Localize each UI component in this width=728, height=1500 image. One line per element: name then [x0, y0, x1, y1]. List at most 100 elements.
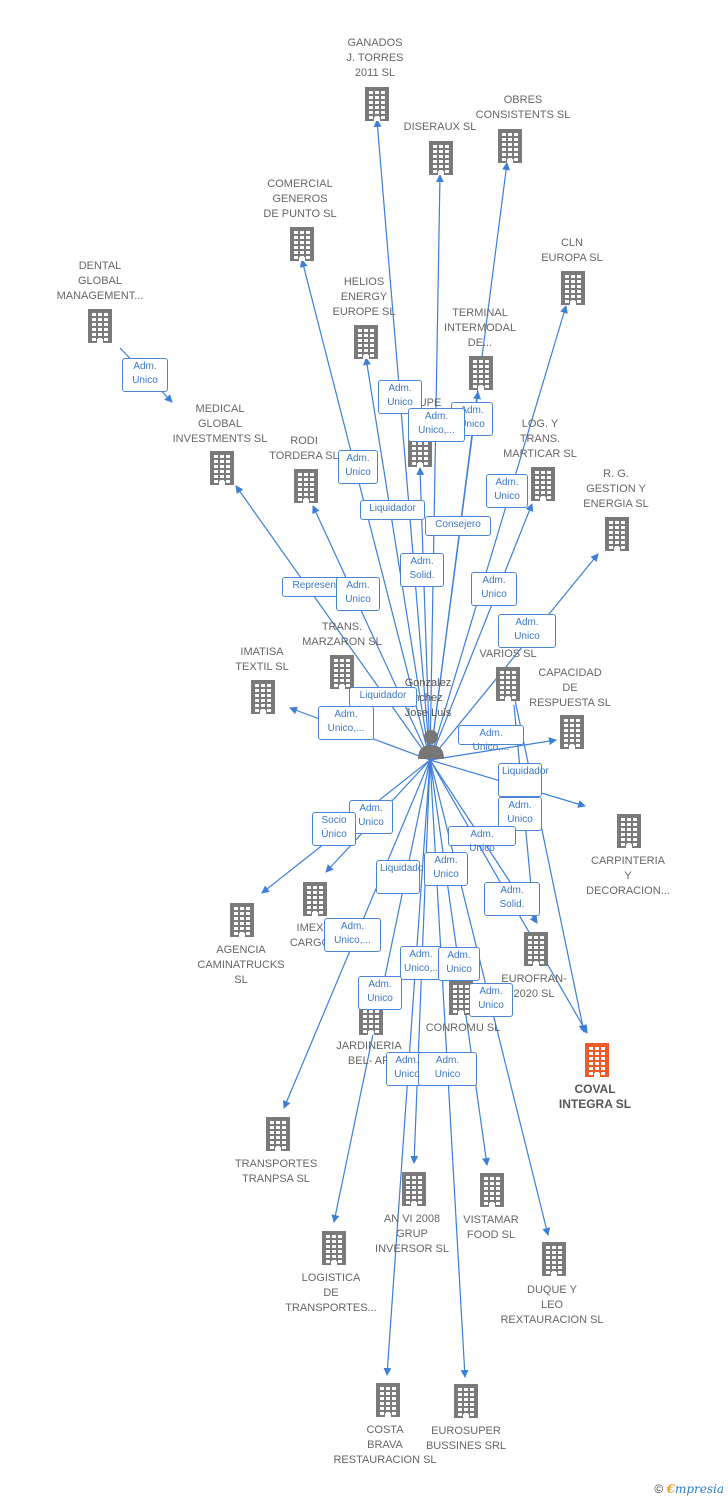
- building-icon[interactable]: [313, 1382, 463, 1423]
- company-terminal-icon[interactable]: [406, 355, 556, 396]
- company-label[interactable]: COMERCIAL GENEROS DE PUNTO SL: [263, 178, 337, 220]
- company-logistica[interactable]: LOGISTICA DE TRANSPORTES...: [256, 1271, 406, 1316]
- relation-label[interactable]: Adm. Solid.: [400, 553, 444, 587]
- building-icon[interactable]: [147, 450, 297, 491]
- building-icon[interactable]: [240, 881, 390, 922]
- company-obres[interactable]: OBRES CONSISTENTS SL: [448, 93, 598, 123]
- company-label[interactable]: CLN EUROPA SL: [541, 237, 603, 264]
- relation-label[interactable]: Adm. Unico: [498, 614, 556, 648]
- relation-label[interactable]: Consejero: [425, 516, 491, 536]
- relation-label[interactable]: Adm. Solid.: [484, 882, 540, 916]
- company-terminal[interactable]: TERMINAL INTERMODAL DE...: [405, 306, 555, 351]
- company-conromu[interactable]: CONROMU SL: [388, 1021, 538, 1036]
- company-vistamar[interactable]: VISTAMAR FOOD SL: [416, 1213, 566, 1243]
- company-label[interactable]: EUROFRAN- 2020 SL: [501, 973, 567, 1000]
- building-icon[interactable]: [406, 355, 556, 396]
- company-label[interactable]: EUROSUPER BUSSINES SRL: [425, 1425, 507, 1452]
- company-eurofran[interactable]: EUROFRAN- 2020 SL: [459, 972, 609, 1002]
- company-imex[interactable]: IMEX CARGO: [235, 921, 385, 951]
- company-label[interactable]: COSTA BRAVA RESTAURACION SL: [333, 1424, 437, 1466]
- company-trans-icon[interactable]: [267, 654, 417, 695]
- building-icon[interactable]: [366, 140, 516, 181]
- relation-label[interactable]: Liquidador: [360, 500, 425, 520]
- company-comercial-icon[interactable]: [227, 226, 377, 267]
- company-label[interactable]: DENTAL GLOBAL MANAGEMENT...: [56, 260, 144, 302]
- relation-label[interactable]: Adm. Unico: [486, 474, 528, 508]
- company-costa[interactable]: COSTA BRAVA RESTAURACION SL: [310, 1423, 460, 1468]
- company-label[interactable]: AGENCIA CAMINATRUCKS SL: [197, 944, 285, 986]
- building-icon[interactable]: [302, 86, 452, 127]
- company-agencia-icon[interactable]: [167, 902, 317, 943]
- company-label[interactable]: DISERAUX SL: [403, 121, 477, 133]
- company-label[interactable]: TRANSPORTES TRANPSA SL: [234, 1158, 318, 1185]
- company-agencia[interactable]: AGENCIA CAMINATRUCKS SL: [166, 943, 316, 988]
- company-label[interactable]: LOGISTICA DE TRANSPORTES...: [285, 1272, 377, 1314]
- building-icon[interactable]: [468, 466, 618, 507]
- company-capacidad[interactable]: CAPACIDAD DE RESPUESTA SL: [495, 666, 645, 711]
- company-logistica-icon[interactable]: [259, 1230, 409, 1271]
- company-trans[interactable]: TRANS. MARZARON SL: [267, 620, 417, 650]
- building-icon[interactable]: [542, 516, 692, 557]
- company-label[interactable]: IMATISA TEXTIL SL: [235, 646, 289, 673]
- company-coval-icon[interactable]: [522, 1042, 672, 1083]
- company-costa-icon[interactable]: [313, 1382, 463, 1423]
- company-cln[interactable]: CLN EUROPA SL: [497, 236, 647, 266]
- building-icon[interactable]: [522, 1042, 672, 1083]
- building-icon[interactable]: [267, 654, 417, 695]
- company-dental-icon[interactable]: [25, 308, 175, 349]
- company-coval[interactable]: COVAL INTEGRA SL: [520, 1082, 670, 1112]
- company-obres-icon[interactable]: [435, 128, 585, 169]
- company-log-icon[interactable]: [468, 466, 618, 507]
- building-icon[interactable]: [203, 1116, 353, 1157]
- company-comercial[interactable]: COMERCIAL GENEROS DE PUNTO SL: [225, 177, 375, 222]
- relation-label[interactable]: Adm. Unico,...: [458, 725, 524, 753]
- company-label[interactable]: MEDICAL GLOBAL INVESTMENTS SL: [172, 403, 268, 445]
- empresia-logo[interactable]: €mpresia: [666, 1482, 724, 1496]
- building-icon[interactable]: [188, 679, 338, 720]
- company-ganados[interactable]: GANADOS J. TORRES 2011 SL: [300, 36, 450, 81]
- building-icon[interactable]: [231, 468, 381, 509]
- company-rg-icon[interactable]: [542, 516, 692, 557]
- relation-label[interactable]: Adm. Unico: [424, 852, 468, 886]
- relation-label[interactable]: Adm. Unico: [469, 983, 513, 1017]
- company-label[interactable]: CAPACIDAD DE RESPUESTA SL: [529, 667, 611, 709]
- company-eurofran-icon[interactable]: [461, 931, 611, 972]
- relation-label[interactable]: Adm. Unico: [498, 797, 542, 831]
- relation-label[interactable]: Liquidador: [349, 687, 417, 707]
- relation-label[interactable]: Adm. Unico,...: [408, 408, 465, 442]
- company-helios[interactable]: HELIOS ENERGY EUROPE SL: [289, 275, 439, 320]
- company-rodi-icon[interactable]: [231, 468, 381, 509]
- relation-label[interactable]: Adm. Unico: [349, 800, 393, 834]
- relation-label[interactable]: Adm. Unico: [418, 1052, 477, 1086]
- company-label[interactable]: LOG. Y TRANS. MARTICAR SL: [503, 418, 577, 460]
- company-carpinteria[interactable]: CARPINTERIA Y DECORACION...: [553, 854, 703, 899]
- company-medical-icon[interactable]: [147, 450, 297, 491]
- building-icon[interactable]: [167, 902, 317, 943]
- person-icon[interactable]: [416, 728, 446, 765]
- company-cln-icon[interactable]: [498, 270, 648, 311]
- person-name[interactable]: Gonzalez nchez Jose Luis: [404, 677, 452, 719]
- company-label[interactable]: COVAL INTEGRA SL: [558, 1082, 632, 1111]
- company-label[interactable]: DUQUE Y LEO REXTAURACION SL: [500, 1284, 604, 1326]
- company-label[interactable]: TRANS. MARZARON SL: [302, 621, 382, 648]
- company-label[interactable]: VISTAMAR FOOD SL: [463, 1214, 519, 1241]
- company-label[interactable]: GANADOS J. TORRES 2011 SL: [346, 37, 404, 79]
- building-icon[interactable]: [417, 1172, 567, 1213]
- company-imatisa[interactable]: IMATISA TEXTIL SL: [187, 645, 337, 675]
- company-label[interactable]: HELIOS ENERGY EUROPE SL: [332, 276, 396, 318]
- building-icon[interactable]: [433, 666, 583, 707]
- company-imatisa-icon[interactable]: [188, 679, 338, 720]
- company-duque[interactable]: DUQUE Y LEO REXTAURACION SL: [477, 1283, 627, 1328]
- building-icon[interactable]: [435, 128, 585, 169]
- relation-label[interactable]: Represent.: [282, 577, 352, 597]
- building-icon[interactable]: [497, 714, 647, 755]
- company-duque-icon[interactable]: [479, 1241, 629, 1282]
- company-ganados-icon[interactable]: [302, 86, 452, 127]
- relation-label[interactable]: Adm. Unico,...: [318, 706, 374, 740]
- relation-label[interactable]: Socio Único: [312, 812, 356, 846]
- relation-label[interactable]: Adm. Unico,...: [400, 946, 442, 980]
- building-icon[interactable]: [479, 1241, 629, 1282]
- company-rodi[interactable]: RODI TORDERA SL: [229, 434, 379, 464]
- relation-label[interactable]: Liquidador: [376, 860, 427, 894]
- company-label[interactable]: OBRES CONSISTENTS SL: [475, 94, 571, 121]
